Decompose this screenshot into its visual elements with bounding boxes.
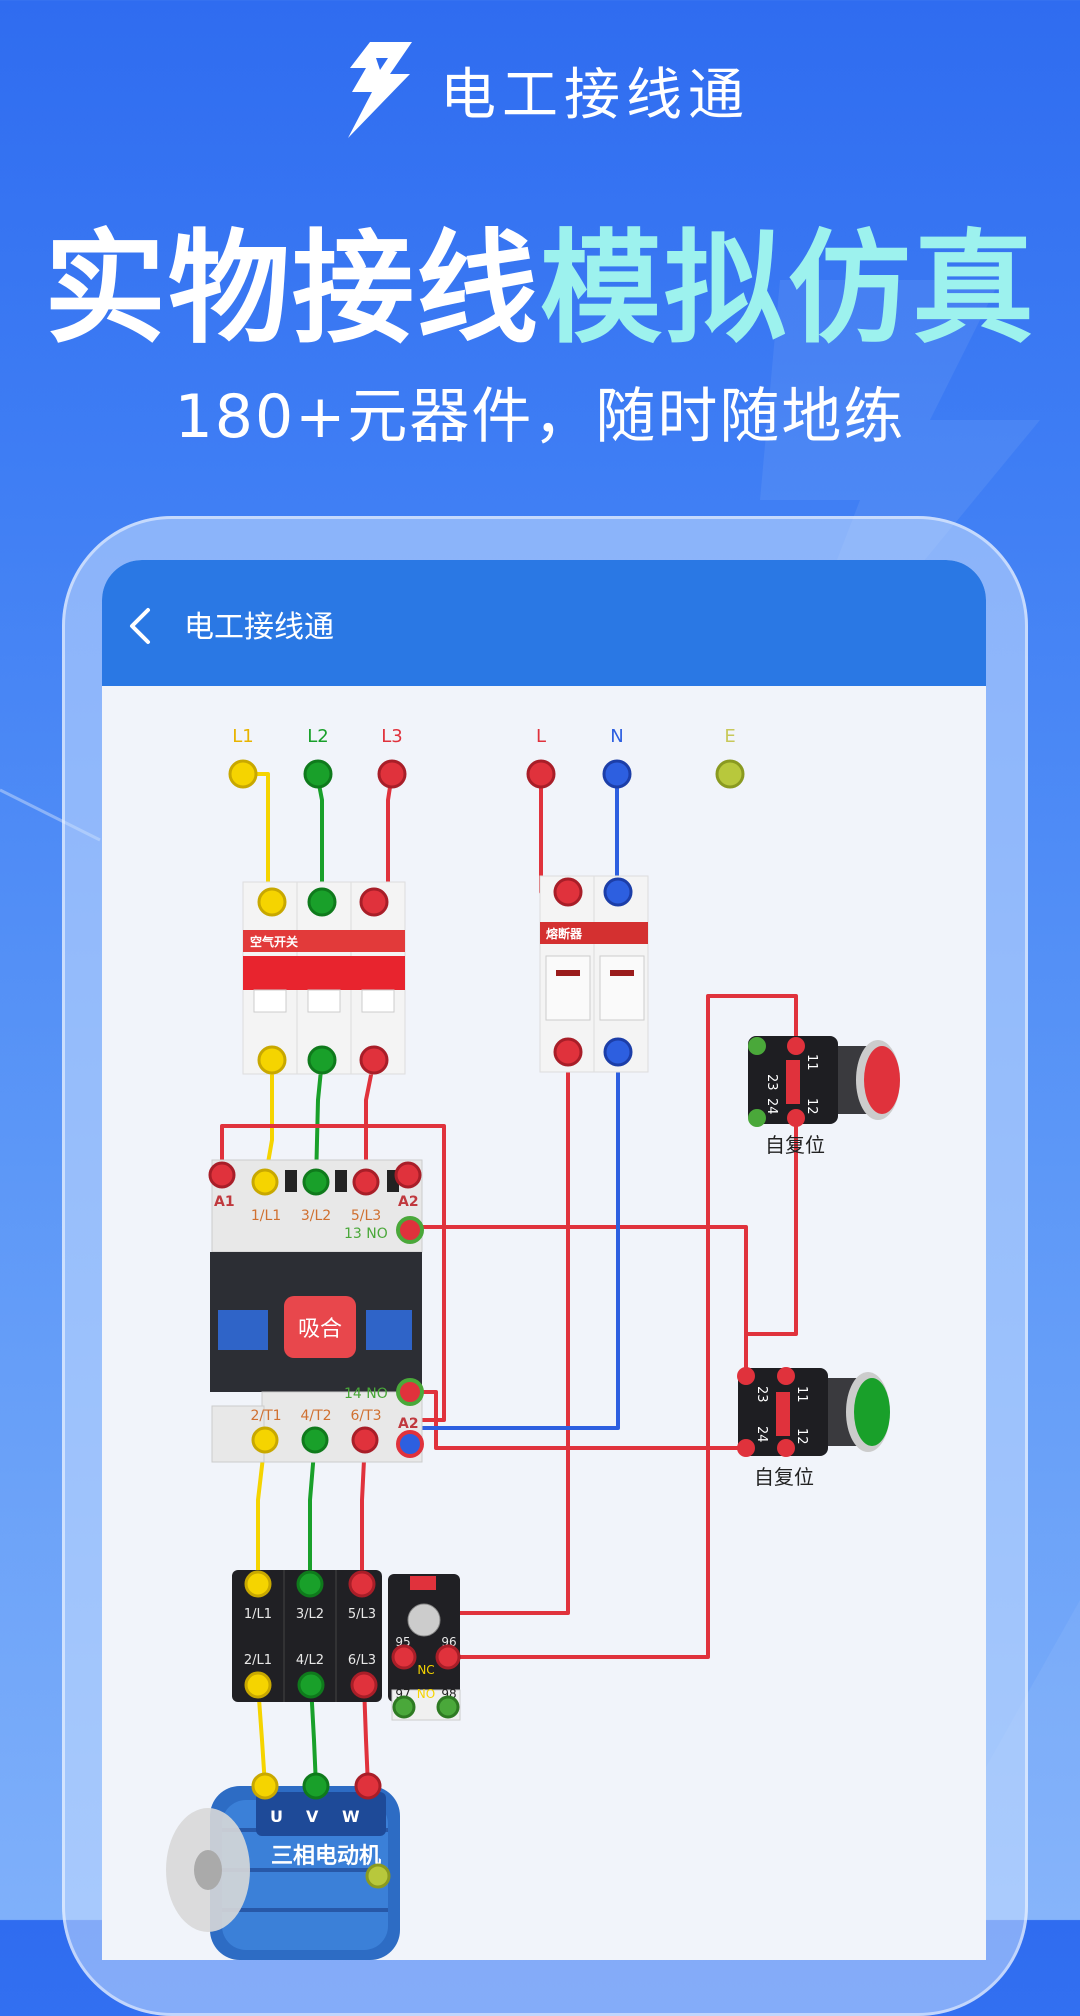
contactor-a1-label: A1: [214, 1194, 235, 1210]
terminal-e: [715, 759, 745, 789]
brand-header: 电工接线通: [0, 30, 1080, 150]
terminal-label-l2: L2: [307, 726, 328, 747]
engage-button-label: 吸合: [298, 1317, 342, 1342]
app-bar: 电工接线通: [102, 560, 986, 686]
motor-w-label: W: [342, 1807, 360, 1826]
contactor-a2-top-label: A2: [398, 1194, 419, 1210]
three-phase-motor[interactable]: U V W 三相电动机: [166, 1772, 400, 1960]
stop-contact-23: 23: [764, 1074, 779, 1091]
contactor-a2-bottom-label: A2: [398, 1416, 419, 1432]
contactor-out3-label: 6/T3: [350, 1408, 381, 1424]
start-button-label: 自复位: [754, 1465, 814, 1489]
stop-contact-11: 11: [804, 1054, 819, 1071]
contactor[interactable]: 吸合 A1 A2 1/L1 3/L2 5/L3 13 NO 14 NO 2/T1…: [208, 1159, 424, 1463]
headline-part2: 模拟仿真: [540, 218, 1036, 360]
supply-terminals: L1 L2 L3 L N E: [228, 726, 745, 789]
motor-v-label: V: [306, 1807, 319, 1826]
breaker-label: 空气开关: [250, 934, 298, 949]
contactor-in1-label: 1/L1: [251, 1208, 281, 1224]
chevron-left-icon[interactable]: [122, 606, 162, 646]
start-contact-11: 11: [794, 1386, 809, 1403]
contactor-in2-label: 3/L2: [301, 1208, 331, 1224]
terminal-label-l: L: [536, 726, 546, 747]
app-screen: 电工接线通: [102, 560, 986, 1960]
subheadline: 180+元器件，随时随地练: [174, 382, 906, 452]
overload-no: NO: [417, 1687, 435, 1701]
overload-bottom-2: 4/L2: [296, 1653, 324, 1668]
thermal-overload-relay[interactable]: 1/L1 3/L2 5/L3 2/L1 4/L2 6/L3 95 96 NC 9…: [232, 1570, 461, 1721]
overload-nc: NC: [417, 1663, 434, 1677]
start-contact-24: 24: [754, 1426, 769, 1443]
overload-top-3: 5/L3: [348, 1607, 376, 1622]
fuse-label: 熔断器: [546, 926, 583, 941]
terminal-l2: [303, 759, 333, 789]
contactor-out1-label: 2/T1: [250, 1408, 281, 1424]
brand-name: 电工接线通: [440, 62, 750, 128]
terminal-l1: [228, 759, 258, 789]
motor-label: 三相电动机: [271, 1844, 381, 1869]
contactor-13no-label: 13 NO: [344, 1226, 388, 1242]
terminal-label-l1: L1: [232, 726, 253, 747]
overload-top-1: 1/L1: [244, 1607, 272, 1622]
stop-contact-12: 12: [804, 1098, 819, 1115]
terminal-l: [526, 759, 556, 789]
contactor-14no-label: 14 NO: [344, 1386, 388, 1402]
overload-bottom-1: 2/L1: [244, 1653, 272, 1668]
terminal-label-l3: L3: [381, 726, 402, 747]
stop-button-label: 自复位: [765, 1133, 825, 1157]
lightning-bolt-icon: [348, 42, 412, 138]
terminal-l3: [377, 759, 407, 789]
start-contact-12: 12: [794, 1428, 809, 1445]
pushbutton-stop[interactable]: 23 24 11 12 自复位: [748, 1036, 900, 1157]
pushbutton-start[interactable]: 23 24 11 12 自复位: [737, 1367, 890, 1489]
wiring-diagram[interactable]: L1 L2 L3 L N E 空气开关: [102, 560, 986, 1960]
app-title: 电工接线通: [184, 610, 334, 645]
headline: 实物接线模拟仿真: [0, 190, 1080, 367]
overload-bottom-3: 6/L3: [348, 1653, 376, 1668]
contactor-out2-label: 4/T2: [300, 1408, 331, 1424]
start-contact-23: 23: [754, 1386, 769, 1403]
engage-button[interactable]: [284, 1296, 356, 1358]
fuse-holder[interactable]: 熔断器: [539, 875, 649, 1073]
headline-part1: 实物接线: [44, 218, 540, 360]
stop-contact-24: 24: [764, 1098, 779, 1115]
overload-top-2: 3/L2: [296, 1607, 324, 1622]
circuit-breaker[interactable]: 空气开关: [242, 881, 406, 1075]
motor-u-label: U: [270, 1807, 283, 1826]
terminal-label-e: E: [724, 726, 735, 747]
terminal-label-n: N: [610, 726, 623, 747]
contactor-in3-label: 5/L3: [351, 1208, 381, 1224]
terminal-n: [602, 759, 632, 789]
